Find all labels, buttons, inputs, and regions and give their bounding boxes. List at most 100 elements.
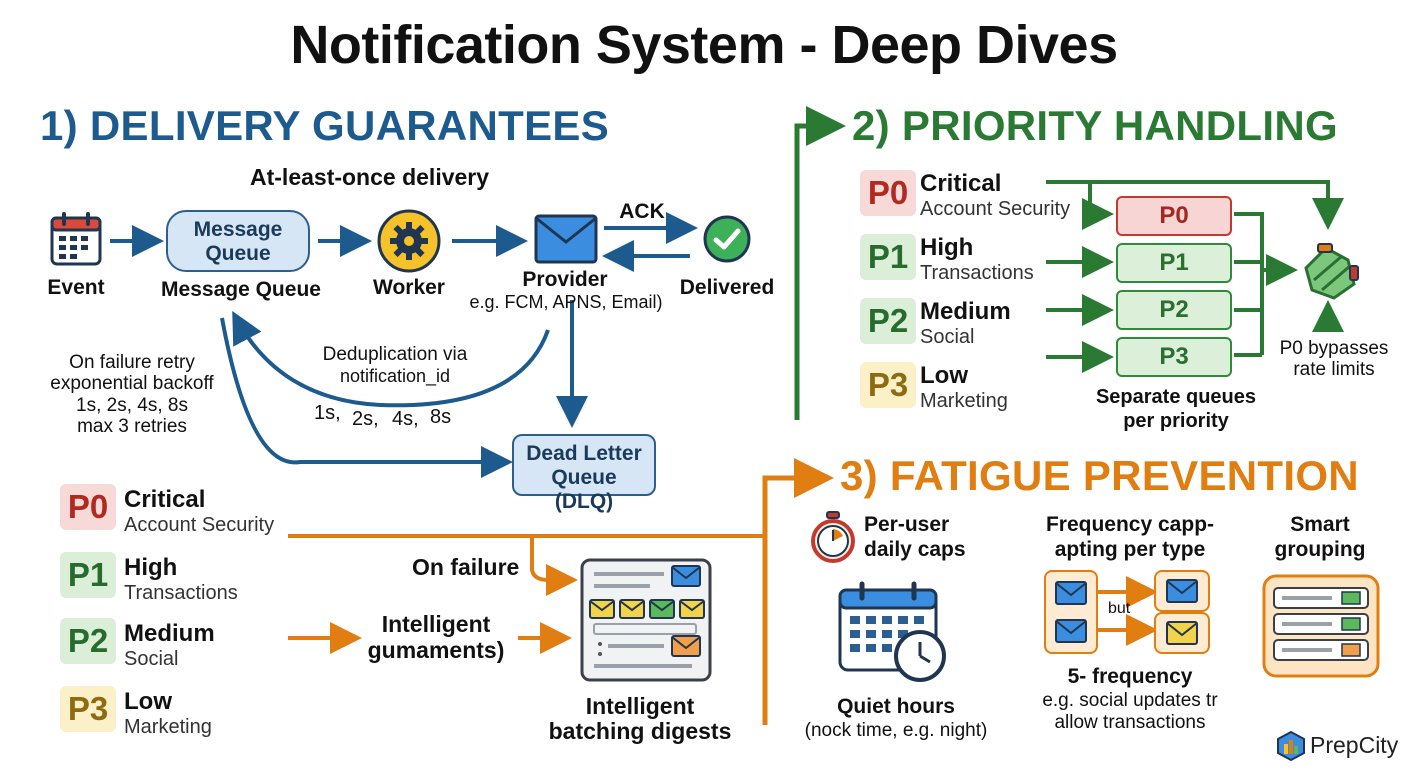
arrow-into-priority	[794, 106, 846, 420]
priority-badge-p0: P0	[860, 170, 916, 216]
bypass-line-1: P0 bypasses	[1279, 338, 1389, 359]
provider-note: e.g. FCM, APNS, Email)	[469, 292, 663, 312]
worker-label: Worker	[373, 276, 445, 299]
rate-limiter-icon	[1298, 240, 1362, 309]
retry-line-2: exponential backoff	[50, 373, 214, 395]
calendar-clock-icon	[836, 580, 950, 689]
retry-note: On failure retry exponential backoff 1s,…	[20, 352, 244, 437]
left-desc-p0: Account Security	[124, 514, 275, 536]
message-queue-box: Message Queue	[166, 210, 310, 272]
priority-desc-p3: Marketing	[920, 390, 1008, 412]
event-label: Event	[47, 276, 105, 299]
calendar-icon	[50, 212, 102, 271]
provider-label: Provider	[522, 268, 608, 291]
prepcity-logo-icon	[1276, 730, 1306, 767]
merge-lines	[1234, 212, 1264, 357]
arrow-on-failure	[530, 536, 578, 596]
smart-grouping-note: Smart grouping	[1262, 512, 1378, 562]
quiet-title: Quiet hours	[837, 695, 955, 718]
digest-line-2: batching digests	[548, 718, 732, 745]
brand-name: PrepCity	[1310, 732, 1399, 758]
left-name-p1: High	[124, 554, 178, 581]
caps-line-2: daily caps	[864, 538, 966, 562]
backoff-1: 1s,	[314, 402, 341, 424]
caps-line-1: Per-user	[864, 513, 950, 536]
fatigue-heading: 3) FATIGUE PREVENTION	[840, 452, 1359, 499]
digest-inbox-icon	[580, 558, 712, 687]
retry-line-4: max 3 retries	[77, 415, 187, 437]
bypass-line-2: rate limits	[1293, 359, 1375, 381]
backoff-3: 4s,	[392, 408, 419, 430]
priority-desc-p2: Social	[920, 326, 975, 348]
priority-badge-p1: P1	[860, 234, 916, 280]
envelope-icon	[534, 214, 598, 269]
freq-source-box	[1044, 570, 1098, 654]
stopwatch-icon	[808, 510, 858, 569]
priority-desc-p0: Account Security	[920, 198, 1071, 220]
dedup-line-2: notification_id	[339, 366, 451, 386]
dedup-line-1: Deduplication via	[322, 344, 468, 365]
arrow-dedup-retry	[232, 310, 550, 408]
retry-line-3: 1s, 2s, 4s, 8s	[76, 394, 188, 416]
queue-p1: P1	[1116, 243, 1232, 283]
left-name-p3: Low	[124, 688, 172, 715]
but-label: but	[1108, 600, 1131, 617]
dlq-box: Dead Letter Queue (DLQ)	[512, 434, 656, 513]
left-desc-p2: Social	[124, 648, 179, 670]
left-badge-p1: P1	[60, 552, 116, 598]
smart-line-2: grouping	[1274, 538, 1366, 562]
ack-label: ACK	[619, 200, 665, 223]
arrow-p0-bypass	[1046, 180, 1344, 230]
smart-line-1: Smart	[1290, 513, 1350, 536]
caps-note: Per-user daily caps	[864, 512, 966, 562]
left-name-p2: Medium	[124, 620, 215, 647]
backoff-2: 2s,	[352, 408, 379, 430]
separate-line-1: Separate queues	[1095, 386, 1257, 408]
smart-grouping-icon	[1262, 574, 1380, 683]
freq-line-2: apting per type	[1054, 538, 1206, 562]
bypass-note: P0 bypasses rate limits	[1264, 338, 1404, 381]
quiet-note: (nock time, e.g. night)	[804, 720, 988, 741]
freq-note-1: e.g. social updates tr	[1042, 690, 1218, 711]
freq-caps-note: Frequency capp- apting per type	[1040, 512, 1220, 562]
check-icon	[702, 214, 752, 269]
freq-target-bottom	[1154, 612, 1210, 654]
page-title: Notification System - Deep Dives	[290, 15, 1118, 75]
freq-line-1: Frequency capp-	[1045, 513, 1215, 536]
intelligent-note: Intelligent gumaments)	[356, 611, 516, 664]
priority-badge-p2: P2	[860, 298, 916, 344]
freq-title: 5- frequency	[1067, 665, 1193, 688]
freq-note-2: allow transactions	[1054, 711, 1206, 733]
priority-name-p3: Low	[920, 362, 968, 389]
message-queue-label: Message Queue	[161, 278, 321, 301]
retry-line-1: On failure retry	[69, 352, 195, 373]
priority-name-p2: Medium	[920, 298, 1011, 325]
freq-target-top	[1154, 570, 1210, 612]
priority-desc-p1: Transactions	[920, 262, 1034, 284]
queue-p0: P0	[1116, 196, 1232, 236]
left-name-p0: Critical	[124, 486, 206, 513]
gear-icon	[376, 208, 442, 279]
arrow-queue-to-dlq	[220, 317, 513, 478]
intelligent-line-2: gumaments)	[367, 636, 505, 663]
backoff-4: 8s	[430, 406, 452, 428]
queue-p3: P3	[1116, 337, 1232, 377]
queue-p2: P2	[1116, 290, 1232, 330]
left-badge-p2: P2	[60, 618, 116, 664]
delivered-label: Delivered	[679, 276, 775, 299]
left-desc-p3: Marketing	[124, 716, 212, 738]
delivery-subtitle: At-least-once delivery	[250, 164, 490, 190]
separate-line-2: per priority	[1123, 409, 1229, 432]
left-badge-p0: P0	[60, 484, 116, 530]
digest-line-1: Intelligent	[585, 693, 695, 719]
intelligent-line-1: Intelligent	[381, 611, 491, 637]
priority-badge-p3: P3	[860, 362, 916, 408]
freq-note: e.g. social updates tr allow transaction…	[1024, 690, 1236, 734]
arrow-into-fatigue	[762, 458, 834, 725]
digest-note: Intelligent batching digests	[540, 693, 740, 745]
left-badge-p3: P3	[60, 686, 116, 732]
priority-name-p0: Critical	[920, 170, 1002, 197]
priority-heading: 2) PRIORITY HANDLING	[852, 102, 1338, 149]
priority-name-p1: High	[920, 234, 974, 261]
